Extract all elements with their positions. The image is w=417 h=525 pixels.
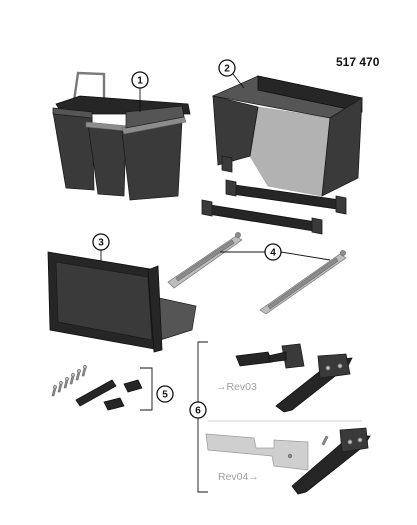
rev04-plate-hole: [287, 453, 293, 459]
rev03-clip-tab: [281, 343, 305, 369]
screws: [51, 365, 87, 397]
front-panel-edge: [147, 265, 163, 353]
slide-left-track: [175, 239, 235, 282]
slide-right-track: [267, 257, 339, 310]
part-2-cabinet-frame: [211, 75, 363, 197]
rail-back-end: [225, 179, 237, 197]
rail-back-end-right: [335, 195, 347, 215]
frame-inner: [249, 106, 331, 197]
callout-part-5: 5: [156, 385, 174, 403]
rev04-mounting-plate: [205, 433, 309, 471]
callout-part-2: 2: [218, 59, 236, 77]
revision-rev03-label: →Rev03: [216, 381, 257, 393]
callout-part-3: 3: [92, 233, 110, 251]
rev03-screw-b: [337, 363, 343, 369]
rev04-screw-b: [357, 437, 363, 443]
svg-text:5: 5: [162, 390, 168, 401]
rev03-bracket-assembly: [235, 343, 353, 413]
rev04-screw: [321, 435, 329, 446]
leader-part-2: [232, 73, 245, 89]
rev03-clip: [235, 351, 273, 367]
part-1-waste-bins: [52, 71, 191, 201]
mounting-block-lower: [103, 397, 125, 411]
bin-handle: [71, 71, 106, 110]
callout-part-4: 4: [264, 243, 282, 261]
leader-part-4-right: [280, 251, 331, 261]
slide-right-roller: [340, 250, 346, 256]
callout-part-1: 1: [131, 71, 149, 89]
frame-front-leg: [221, 155, 233, 173]
mounting-block-upper: [123, 379, 143, 393]
rev04-screw-a: [347, 439, 353, 445]
rev03-bracket-face: [317, 353, 351, 379]
svg-text:2: 2: [224, 64, 230, 75]
rail-front-end-right: [311, 217, 323, 235]
rev03-clip-arm: [267, 351, 287, 363]
svg-text:4: 4: [270, 248, 276, 259]
front-panel-inner: [55, 261, 153, 341]
part-4-drawer-slides: [167, 232, 347, 315]
rev04-bracket-face: [339, 427, 369, 453]
bin-left-rim: [52, 107, 93, 119]
svg-text:6: 6: [195, 406, 201, 417]
mounting-strip: [75, 379, 117, 407]
callout-part-6: 6: [189, 401, 207, 419]
rail-front-end: [201, 199, 213, 217]
frame-back: [257, 75, 363, 113]
svg-text:3: 3: [98, 238, 104, 249]
part-5-fittings: [51, 365, 143, 411]
rail-front: [203, 203, 321, 233]
revision-rev04-label: Rev04→: [218, 471, 259, 483]
svg-text:1: 1: [137, 76, 143, 87]
article-number: 517 470: [336, 55, 380, 69]
frame-right-side: [321, 97, 363, 197]
rev04-bracket-assembly: [205, 427, 371, 495]
frame-left-side: [212, 95, 259, 166]
bracket-part-5: [140, 367, 153, 411]
slide-left-roller: [235, 232, 241, 238]
part-3-front-panel: [47, 251, 197, 353]
frame-base-rails: [201, 179, 347, 235]
rev03-screw-a: [325, 365, 331, 371]
bin-right-inner: [125, 105, 185, 129]
